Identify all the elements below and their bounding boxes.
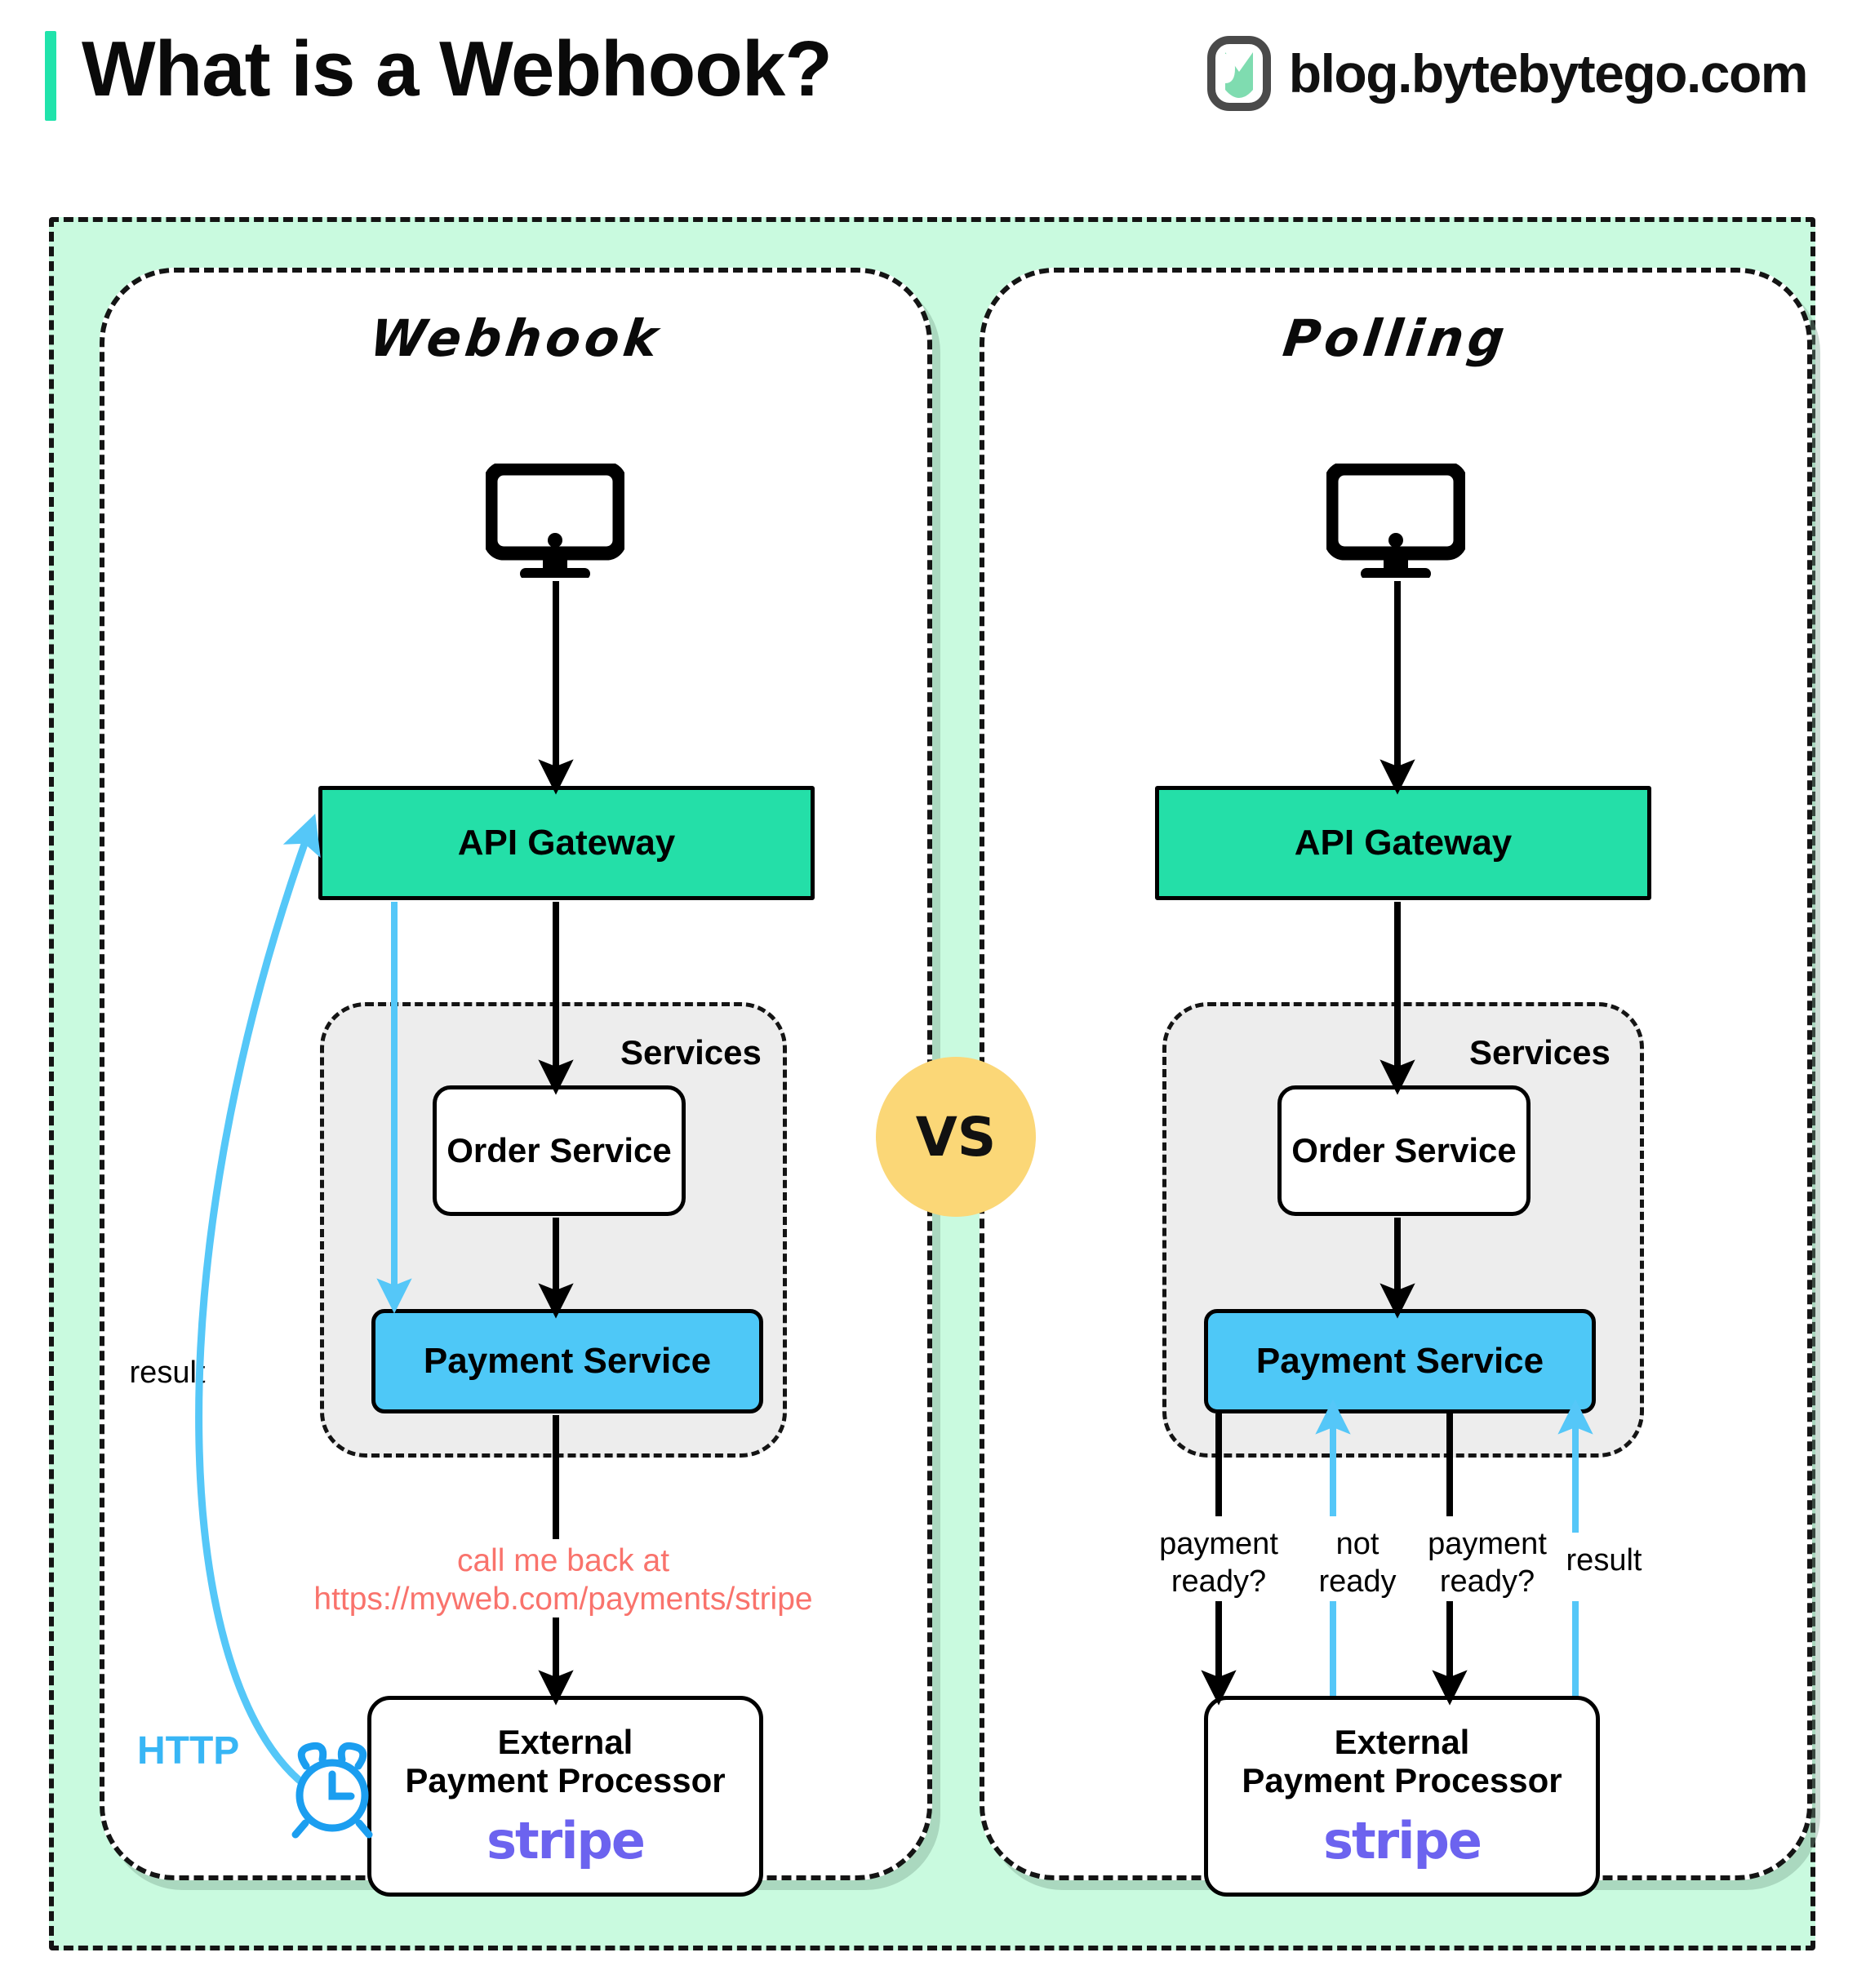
brand: blog.bytebytego.com [1206, 36, 1809, 111]
panel-webhook-title: Webhook [367, 308, 665, 368]
polling-api-gateway-label: API Gateway [1294, 823, 1513, 863]
polling-reply-1-label: not ready [1318, 1527, 1397, 1599]
bytebytego-leaf-logo-icon [1206, 36, 1271, 111]
webhook-api-gateway[interactable]: API Gateway [318, 786, 815, 900]
stripe-logo: stripe [486, 1811, 646, 1871]
webhook-order-service-label: Order Service [447, 1131, 672, 1170]
polling-external-processor[interactable]: External Payment Processor stripe [1204, 1696, 1600, 1897]
title-accent-bar [45, 31, 56, 121]
webhook-api-gateway-label: API Gateway [457, 823, 676, 863]
stripe-logo: stripe [1323, 1811, 1482, 1871]
polling-payment-service[interactable]: Payment Service [1204, 1309, 1596, 1413]
brand-text: blog.bytebytego.com [1288, 43, 1809, 104]
desktop-monitor-icon [1326, 464, 1465, 578]
webhook-payment-service-label: Payment Service [423, 1341, 712, 1382]
webhook-http-label: HTTP [137, 1729, 240, 1773]
vs-badge: VS [876, 1057, 1036, 1217]
polling-services-label: Services [1469, 1033, 1611, 1072]
desktop-monitor-icon [486, 464, 624, 578]
polling-order-service-label: Order Service [1291, 1131, 1517, 1170]
header: What is a Webhook? blog.bytebytego.com [0, 0, 1866, 196]
polling-api-gateway[interactable]: API Gateway [1155, 786, 1651, 900]
webhook-external-processor[interactable]: External Payment Processor stripe [367, 1696, 763, 1897]
webhook-order-service[interactable]: Order Service [433, 1085, 686, 1216]
polling-request-1-label: payment ready? [1159, 1527, 1278, 1599]
polling-payment-service-label: Payment Service [1255, 1341, 1544, 1382]
webhook-payment-service[interactable]: Payment Service [371, 1309, 763, 1413]
webhook-callback-annotation: call me back at https://myweb.com/paymen… [313, 1543, 813, 1617]
vs-badge-label: VS [915, 1105, 997, 1169]
polling-request-2-label: payment ready? [1428, 1527, 1547, 1599]
panel-polling-title: Polling [1279, 308, 1513, 368]
polling-external-processor-label: External Payment Processor [1242, 1723, 1562, 1800]
webhook-external-processor-label: External Payment Processor [405, 1723, 726, 1800]
alarm-clock-icon [291, 1742, 373, 1839]
page-title: What is a Webhook? [82, 25, 833, 113]
webhook-result-label: result [129, 1356, 206, 1390]
polling-reply-2-label: result [1566, 1543, 1642, 1578]
webhook-services-label: Services [620, 1033, 762, 1072]
polling-order-service[interactable]: Order Service [1277, 1085, 1531, 1216]
